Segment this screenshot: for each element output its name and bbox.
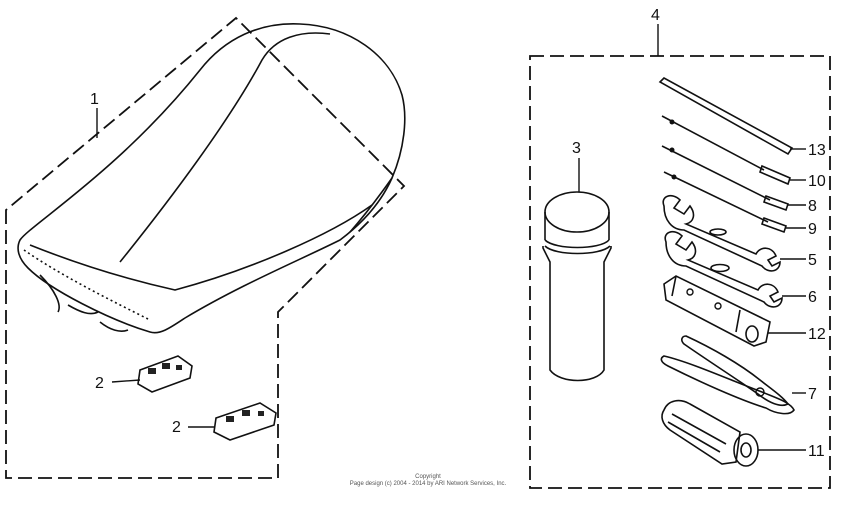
screwdriver-c-part	[661, 115, 791, 186]
callout-tool-kit: 4	[651, 7, 660, 24]
callout-screwdriver-c: 10	[808, 173, 826, 190]
screwdriver-b-part	[663, 171, 788, 234]
screwdriver-handle-part	[661, 399, 759, 467]
callout-seat-clip-b: 2	[172, 419, 181, 436]
screwdriver-a-part	[661, 145, 790, 212]
callout-seat: 1	[90, 91, 99, 108]
callout-grease-can: 3	[572, 140, 581, 157]
seat-group-border	[5, 16, 406, 479]
copyright-line1: Copyright	[415, 474, 441, 480]
wrench-small-part	[662, 194, 781, 272]
seat-clip-a-part	[137, 355, 193, 393]
callout-screwdriver-a: 8	[808, 198, 817, 215]
tommy-bar-part	[658, 77, 794, 156]
seat-clip-b-part	[213, 402, 277, 441]
callout-seat-clip-a: 2	[95, 375, 104, 392]
copyright-line2: Page design (c) 2004 - 2014 by ARI Netwo…	[350, 481, 507, 487]
pliers-part	[660, 335, 795, 415]
callout-screwdriver-b: 9	[808, 221, 817, 238]
callout-wrench-large: 6	[808, 289, 817, 306]
callout-spark-plug-wrench: 12	[808, 326, 826, 343]
leader-clip-a	[111, 379, 141, 383]
callout-pliers: 7	[808, 386, 817, 403]
callout-tommy-bar: 13	[808, 142, 826, 159]
wrench-large-part	[664, 230, 783, 308]
callout-screwdriver-handle: 11	[808, 443, 825, 460]
grease-can-part	[542, 191, 612, 382]
spark-plug-wrench-part	[663, 275, 771, 347]
seat-part	[17, 23, 406, 334]
tool-kit-border	[529, 55, 831, 489]
callout-wrench-small: 5	[808, 252, 817, 269]
